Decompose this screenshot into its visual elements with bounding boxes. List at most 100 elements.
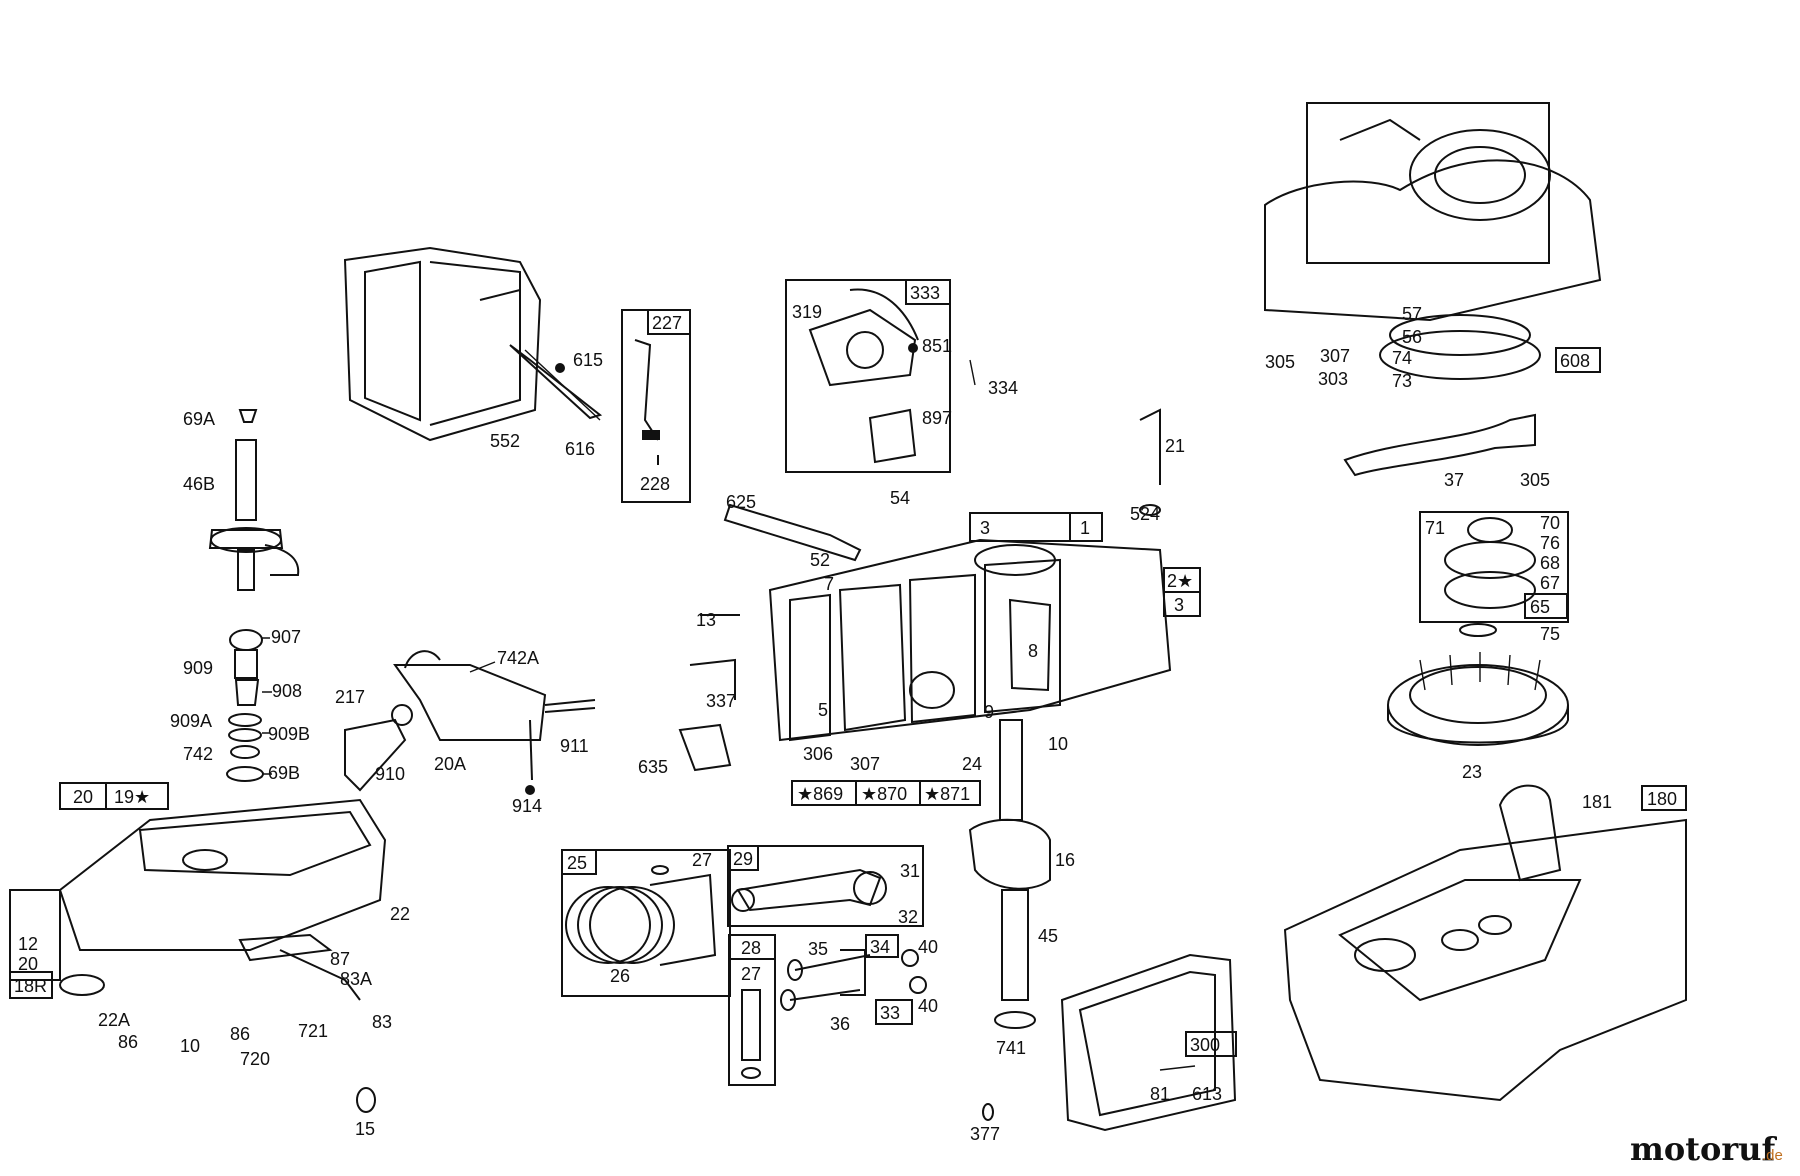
watermark: motoruf .de	[1630, 1130, 1783, 1168]
label-32: 32	[898, 907, 918, 927]
label-625: 625	[726, 492, 756, 512]
label-305a: 305	[1265, 352, 1295, 372]
blower-housing-552	[343, 246, 603, 442]
label-13: 13	[696, 610, 716, 630]
label-908: 908	[272, 681, 302, 701]
label-613: 613	[1192, 1084, 1222, 1104]
label-741: 741	[996, 1038, 1026, 1058]
label-3a: 3	[980, 518, 990, 538]
label-19: 19★	[114, 787, 150, 807]
camshaft-46B	[208, 409, 300, 591]
label-21: 21	[1165, 436, 1185, 456]
label-83: 83	[372, 1012, 392, 1032]
label-307: 307	[850, 754, 880, 774]
wrist-pin-28	[728, 934, 776, 1086]
label-9: 9	[984, 702, 994, 722]
label-10a: 10	[1048, 734, 1068, 754]
label-742: 742	[183, 744, 213, 764]
label-307b: 307	[1320, 346, 1350, 366]
governor-link-227	[621, 309, 691, 503]
label-35: 35	[808, 939, 828, 959]
label-40a: 40	[918, 937, 938, 957]
label-45: 45	[1038, 926, 1058, 946]
label-227: 227	[652, 313, 682, 333]
label-24: 24	[962, 754, 982, 774]
label-910: 910	[375, 764, 405, 784]
label-871: ★871	[924, 784, 970, 804]
label-721: 721	[298, 1021, 328, 1041]
label-12: 12	[18, 934, 38, 954]
label-81: 81	[1150, 1084, 1170, 1104]
label-29: 29	[733, 849, 753, 869]
governor-control	[344, 650, 596, 795]
label-305b: 305	[1520, 470, 1550, 490]
label-34: 34	[870, 937, 890, 957]
label-720: 720	[240, 1049, 270, 1069]
label-86b: 86	[230, 1024, 250, 1044]
label-56: 56	[1402, 327, 1422, 347]
label-74: 74	[1392, 348, 1412, 368]
label-36: 36	[830, 1014, 850, 1034]
label-911: 911	[560, 736, 589, 756]
label-217: 217	[335, 687, 365, 707]
fuel-tank-180	[1283, 784, 1687, 1102]
label-742A: 742A	[497, 648, 539, 668]
label-28: 28	[741, 938, 761, 958]
label-23: 23	[1462, 762, 1482, 782]
label-851: 851	[922, 336, 952, 356]
label-76: 76	[1540, 533, 1560, 553]
label-907: 907	[271, 627, 301, 647]
label-897: 897	[922, 408, 952, 428]
rewind-starter-housing	[1264, 102, 1602, 380]
label-20b: 20	[18, 954, 38, 974]
label-1: 1	[1080, 518, 1090, 538]
label-909A: 909A	[170, 711, 212, 731]
label-25: 25	[567, 853, 587, 873]
label-86a: 86	[118, 1032, 138, 1052]
label-524: 524	[1130, 504, 1160, 524]
label-334: 334	[988, 378, 1018, 398]
label-75: 75	[1540, 624, 1560, 644]
governor-stack	[226, 629, 272, 782]
label-69A: 69A	[183, 409, 215, 429]
watermark-brand: motoruf	[1630, 1130, 1777, 1168]
flywheel-23	[1387, 652, 1569, 746]
label-377: 377	[970, 1124, 1000, 1144]
crankcase-cover-20	[9, 782, 387, 1001]
label-10b: 10	[180, 1036, 200, 1056]
label-8: 8	[1028, 641, 1038, 661]
label-2: 2★	[1167, 571, 1193, 591]
label-870: ★870	[861, 784, 907, 804]
label-15: 15	[355, 1119, 375, 1139]
label-300: 300	[1190, 1035, 1220, 1055]
label-57: 57	[1402, 304, 1422, 324]
label-27a: 27	[692, 850, 712, 870]
label-337: 337	[706, 691, 736, 711]
ignition-armature-333	[785, 279, 951, 473]
label-909B: 909B	[268, 724, 310, 744]
label-552: 552	[490, 431, 520, 451]
label-615: 615	[573, 350, 603, 370]
crankshaft-16	[968, 719, 1051, 1029]
label-909: 909	[183, 658, 213, 678]
label-52: 52	[810, 550, 830, 570]
label-181: 181	[1582, 792, 1612, 812]
label-31: 31	[900, 861, 920, 881]
label-333: 333	[910, 283, 940, 303]
label-180: 180	[1647, 789, 1677, 809]
label-71: 71	[1425, 518, 1445, 538]
label-228: 228	[640, 474, 670, 494]
cylinder-block	[678, 408, 1201, 800]
flywheel-brake-37	[1343, 413, 1536, 477]
label-608: 608	[1560, 351, 1590, 371]
label-3b: 3	[1174, 595, 1184, 615]
label-869: ★869	[797, 784, 843, 804]
breather-300	[1060, 953, 1237, 1132]
label-73: 73	[1392, 371, 1412, 391]
label-70: 70	[1540, 513, 1560, 533]
valve-group	[780, 934, 927, 1025]
label-83A: 83A	[340, 969, 372, 989]
label-37: 37	[1444, 470, 1464, 490]
piston-group	[561, 849, 731, 997]
